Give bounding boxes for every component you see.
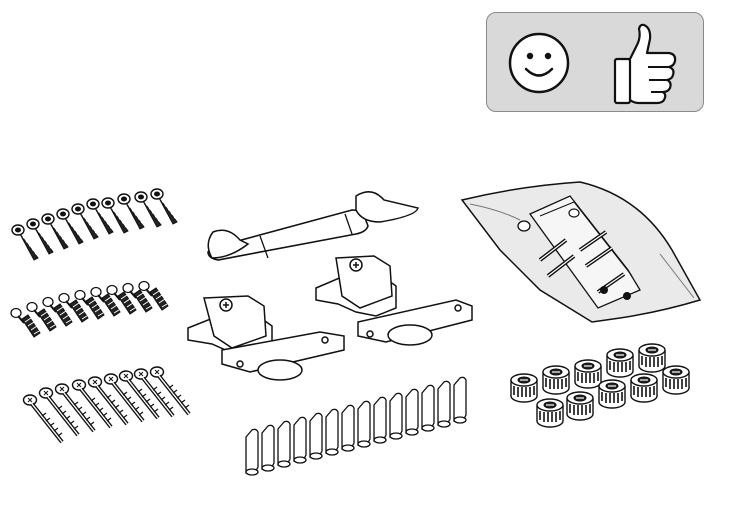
- cabinet-hinges: [187, 255, 473, 381]
- wood-screws-black: [11, 188, 178, 261]
- wooden-dowels: [245, 376, 467, 476]
- cam-lock-nuts: [510, 343, 690, 428]
- thumbs-up-icon: [613, 23, 677, 105]
- hardware-bag: [460, 181, 702, 323]
- smiley-face-icon: [508, 32, 570, 94]
- long-screws: [21, 365, 191, 444]
- furniture-handle: [207, 191, 419, 261]
- approval-badge: [486, 12, 704, 112]
- wall-anchors-with-screws: [10, 280, 169, 338]
